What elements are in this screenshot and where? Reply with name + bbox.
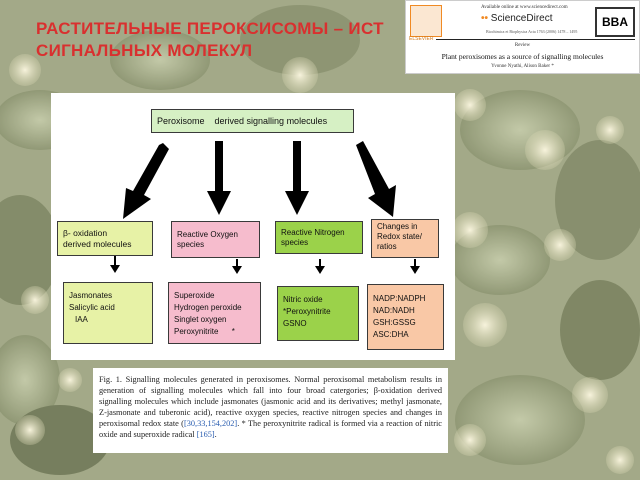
molecules-ros: Superoxide Hydrogen peroxide Singlet oxy… xyxy=(168,282,261,344)
bba-logo: BBA xyxy=(595,7,635,37)
diagram-arrows xyxy=(110,141,420,274)
category-ros-line-1: Reactive Oxygen xyxy=(177,230,238,239)
molecule-salicylic-acid: Salicylic acid xyxy=(69,303,115,312)
slide-title: РАСТИТЕЛЬНЫЕ ПЕРОКСИСОМЫ – ИСТ СИГНАЛЬНЫ… xyxy=(36,18,416,62)
category-beta-oxidation-line-2: derived molecules xyxy=(63,239,132,249)
molecule-peroxynitrite-star: *Peroxynitrite xyxy=(283,307,331,316)
caption-text-a: Fig. 1. Signalling molecules generated i… xyxy=(99,375,442,428)
available-online-text: Available online at www.sciencedirect.co… xyxy=(481,5,568,10)
ratio-asc-dha: ASC:DHA xyxy=(373,330,409,339)
top-box-label: Peroxisome derived signalling molecules xyxy=(157,116,328,126)
section-label: Review xyxy=(514,43,531,48)
molecule-peroxynitrite: Peroxynitrite * xyxy=(174,327,235,336)
arrow-to-redox xyxy=(356,141,396,217)
category-rns: Reactive Nitrogen species xyxy=(275,221,363,254)
arrow-to-ros xyxy=(207,141,231,215)
category-redox-line-1: Changes in xyxy=(377,222,418,231)
ratio-gsh-gssg: GSH:GSSG xyxy=(373,318,416,327)
category-beta-oxidation: β- oxidation derived molecules xyxy=(57,221,153,256)
caption-text-c: . xyxy=(214,430,217,439)
sciencedirect-logo: •• ScienceDirect xyxy=(481,13,553,24)
molecules-beta-oxidation: Jasmonates Salicylic acid IAA xyxy=(63,282,153,344)
sciencedirect-label: ScienceDirect xyxy=(490,13,553,24)
molecule-nitric-oxide: Nitric oxide xyxy=(283,295,323,304)
caption-reference-1[interactable]: [30,33,154,202] xyxy=(183,419,238,428)
category-rns-line-1: Reactive Nitrogen xyxy=(281,228,345,237)
molecule-singlet-oxygen: Singlet oxygen xyxy=(174,315,227,324)
caption-text-b: . * The peroxynitrite radical is formed … xyxy=(99,419,442,439)
slide-title-line-2: СИГНАЛЬНЫХ МОЛЕКУЛ xyxy=(36,41,253,60)
journal-citation: Biochimica et Biophysica Acta 1763 (2006… xyxy=(486,29,578,34)
arrow-to-rns xyxy=(285,141,309,215)
journal-header-image: ELSEVIER Available online at www.science… xyxy=(405,0,640,74)
small-arrow-4 xyxy=(410,259,420,274)
category-ros: Reactive Oxygen species xyxy=(171,221,260,258)
molecules-rns: Nitric oxide *Peroxynitrite GSNO xyxy=(277,286,359,341)
slide-title-line-1: РАСТИТЕЛЬНЫЕ ПЕРОКСИСОМЫ – ИСТ xyxy=(36,19,384,38)
molecule-hydrogen-peroxide: Hydrogen peroxide xyxy=(174,303,242,312)
article-title: Plant peroxisomes as a source of signall… xyxy=(441,52,604,61)
molecule-jasmonates: Jasmonates xyxy=(69,291,113,300)
category-redox-line-3: ratios xyxy=(377,242,397,251)
category-rns-line-2: species xyxy=(281,238,309,247)
article-authors: Yvonne Nyathi, Alison Baker * xyxy=(491,64,554,69)
ratio-nadp-nadph: NADP:NADPH xyxy=(373,294,426,303)
category-beta-oxidation-line-1: β- oxidation xyxy=(63,228,108,238)
elsevier-label: ELSEVIER xyxy=(409,36,434,42)
top-box: Peroxisome derived signalling molecules xyxy=(151,109,354,133)
molecule-superoxide: Superoxide xyxy=(174,291,215,300)
ratio-nad-nadh: NAD:NADH xyxy=(373,306,415,315)
header-divider xyxy=(436,39,635,40)
molecule-iaa: IAA xyxy=(75,315,88,324)
arrow-to-beta-oxidation xyxy=(123,143,169,219)
figure-caption: Fig. 1. Signalling molecules generated i… xyxy=(93,368,448,453)
signalling-diagram: Peroxisome derived signalling molecules … xyxy=(51,93,455,360)
small-arrow-1 xyxy=(110,256,120,273)
elsevier-logo xyxy=(410,5,442,37)
small-arrow-3 xyxy=(315,259,325,274)
small-arrow-2 xyxy=(232,259,242,274)
category-redox: Changes in Redox state/ ratios xyxy=(371,219,439,258)
molecule-gsno: GSNO xyxy=(283,319,307,328)
caption-reference-2[interactable]: [165] xyxy=(196,430,215,439)
category-ros-line-2: species xyxy=(177,240,205,249)
category-redox-line-2: Redox state/ xyxy=(377,232,422,241)
molecules-redox: NADP:NADPH NAD:NADH GSH:GSSG ASC:DHA xyxy=(367,284,444,350)
